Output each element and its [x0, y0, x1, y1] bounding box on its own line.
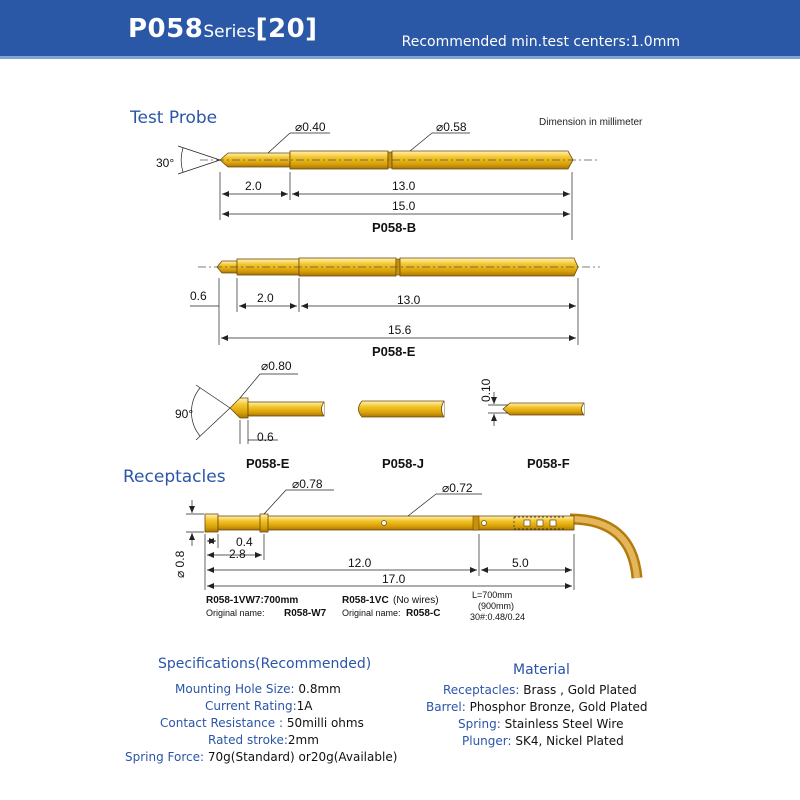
tip-f-name: P058-F	[527, 456, 570, 471]
spec-row-resistance: Contact Resistance : 50milli ohms	[160, 716, 364, 730]
tip-e-detail	[191, 373, 325, 444]
receptacle-drawing	[186, 489, 643, 590]
spec-row-stroke: Rated stroke:2mm	[208, 733, 319, 747]
probe-b-len-barrel: 13.0	[392, 179, 416, 193]
spec-value: 2mm	[287, 733, 319, 747]
tip-f-dim: 0.10	[479, 378, 493, 402]
spec-value: 70g(Standard) or20g(Available)	[207, 750, 398, 764]
tip-f-detail	[488, 392, 585, 426]
tip-j-name: P058-J	[382, 456, 424, 471]
tip-e-name: P058-E	[246, 456, 290, 471]
tip-e-angle: 90°	[175, 407, 193, 421]
receptacle-len-head: 0.4	[236, 535, 253, 549]
section-receptacles: Receptacles	[123, 467, 226, 487]
material-label: Receptacles:	[443, 683, 520, 697]
spec-label: Contact Resistance :	[160, 716, 284, 730]
receptacle-diam-head: ⌀0.78	[292, 477, 323, 491]
wire-length: L=700mm	[472, 590, 512, 600]
wire-length-alt: (900mm)	[478, 601, 514, 611]
series-title: P058Series[20]	[128, 14, 318, 44]
spec-label: Spring Force:	[125, 750, 205, 764]
wire-gauge: 30#:0.48/0.24	[470, 612, 525, 622]
material-row-plunger: Plunger: SK4, Nickel Plated	[462, 734, 624, 748]
probe-e-len-tip: 2.0	[257, 291, 274, 305]
spec-value: 50milli ohms	[286, 716, 364, 730]
spec-value: 0.8mm	[298, 682, 341, 696]
model-2-name: R058-1VC	[342, 595, 389, 606]
receptacle-diam-body: ⌀0.72	[442, 481, 473, 495]
spec-label: Current Rating:	[205, 699, 297, 713]
model-2-note: (No wires)	[393, 595, 439, 606]
dimension-note: Dimension in millimeter	[539, 117, 643, 128]
series-code: P058	[128, 14, 204, 44]
material-label: Plunger:	[462, 734, 512, 748]
probe-e-name: P058-E	[372, 344, 416, 359]
model-2-orig-name: R058-C	[406, 608, 440, 619]
material-label: Spring:	[458, 717, 501, 731]
tip-e-diam: ⌀0.80	[261, 359, 292, 373]
spec-value: 1A	[296, 699, 313, 713]
material-label: Barrel:	[426, 700, 466, 714]
probe-e	[190, 257, 600, 345]
receptacle-diam-hole: ⌀ 0.8	[173, 550, 187, 578]
material-title: Material	[513, 662, 570, 678]
spec-label: Mounting Hole Size:	[175, 682, 295, 696]
probe-b-len-total: 15.0	[392, 199, 416, 213]
spec-label: Rated stroke:	[208, 733, 288, 747]
material-value: Phosphor Bronze, Gold Plated	[469, 700, 648, 714]
receptacle-len-collar: 2.8	[229, 547, 246, 561]
probe-b-angle: 30°	[156, 156, 174, 170]
recommended-centers: Recommended min.test centers:1.0mm	[401, 34, 680, 50]
probe-b-diam-small: ⌀0.40	[295, 120, 326, 134]
probe-b	[177, 132, 600, 240]
series-word: Series	[203, 22, 256, 42]
probe-e-len-barrel: 13.0	[397, 293, 421, 307]
spec-row-current: Current Rating:1A	[205, 699, 312, 713]
material-row-barrel: Barrel: Phosphor Bronze, Gold Plated	[426, 700, 648, 714]
material-row-spring: Spring: Stainless Steel Wire	[458, 717, 623, 731]
probe-e-tip-len: 0.6	[190, 289, 207, 303]
model-1-orig-label: Original name:	[206, 608, 265, 618]
spec-row-spring-force: Spring Force: 70g(Standard) or20g(Availa…	[125, 750, 397, 764]
material-value: SK4, Nickel Plated	[515, 734, 624, 748]
tip-e-len: 0.6	[257, 430, 274, 444]
tip-j-detail	[358, 400, 445, 418]
material-value: Stainless Steel Wire	[504, 717, 624, 731]
probe-b-diam-large: ⌀0.58	[436, 120, 467, 134]
model-2-orig-label: Original name:	[342, 608, 401, 618]
specs-title: Specifications(Recommended)	[158, 656, 372, 672]
series-number: [20]	[255, 14, 318, 44]
probe-e-len-total: 15.6	[388, 323, 412, 337]
probe-b-len-tip: 2.0	[245, 179, 262, 193]
probe-b-name: P058-B	[372, 220, 416, 235]
material-value: Brass , Gold Plated	[523, 683, 637, 697]
receptacle-len-end: 5.0	[512, 556, 529, 570]
receptacle-len-body: 12.0	[348, 556, 372, 570]
section-test-probe: Test Probe	[130, 108, 218, 128]
header-bar: P058Series[20] Recommended min.test cent…	[0, 0, 800, 59]
receptacle-len-total: 17.0	[382, 572, 406, 586]
spec-row-mounting: Mounting Hole Size: 0.8mm	[175, 682, 341, 696]
material-row-receptacles: Receptacles: Brass , Gold Plated	[443, 683, 637, 697]
model-1-orig-name: R058-W7	[284, 608, 327, 619]
model-1-name: R058-1VW7:700mm	[206, 595, 298, 606]
